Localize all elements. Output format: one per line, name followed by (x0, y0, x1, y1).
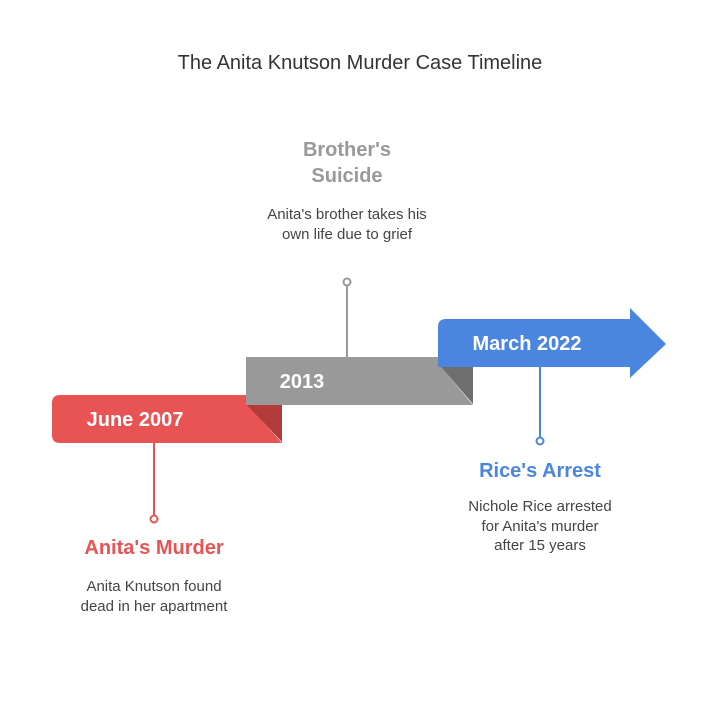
diagram-title: The Anita Knutson Murder Case Timeline (177, 52, 543, 74)
date-label-march-2022: March 2022 (473, 333, 582, 355)
date-label-2013: 2013 (280, 371, 325, 393)
ribbon-march-2022 (438, 308, 666, 378)
ribbon-2013 (246, 357, 473, 405)
ribbon-fold-2013 (440, 366, 473, 404)
ribbon-fold-june-2007 (246, 404, 282, 442)
connector-dot-june-2007 (149, 514, 159, 524)
date-label-june-2007: June 2007 (87, 409, 184, 431)
event-description-march-2022: Nichole Rice arrested for Anita's murder… (468, 498, 612, 554)
event-description-2013: Anita's brother takes his own life due t… (267, 206, 427, 243)
connector-dot-march-2022 (535, 436, 545, 446)
event-description-june-2007: Anita Knutson found dead in her apartmen… (80, 578, 228, 615)
connector-dot-2013 (342, 277, 352, 287)
event-heading-2013: Brother's Suicide (302, 139, 392, 187)
ribbon-june-2007 (52, 395, 282, 443)
event-heading-june-2007: Anita's Murder (84, 537, 224, 559)
event-heading-march-2022: Rice's Arrest (479, 460, 601, 482)
